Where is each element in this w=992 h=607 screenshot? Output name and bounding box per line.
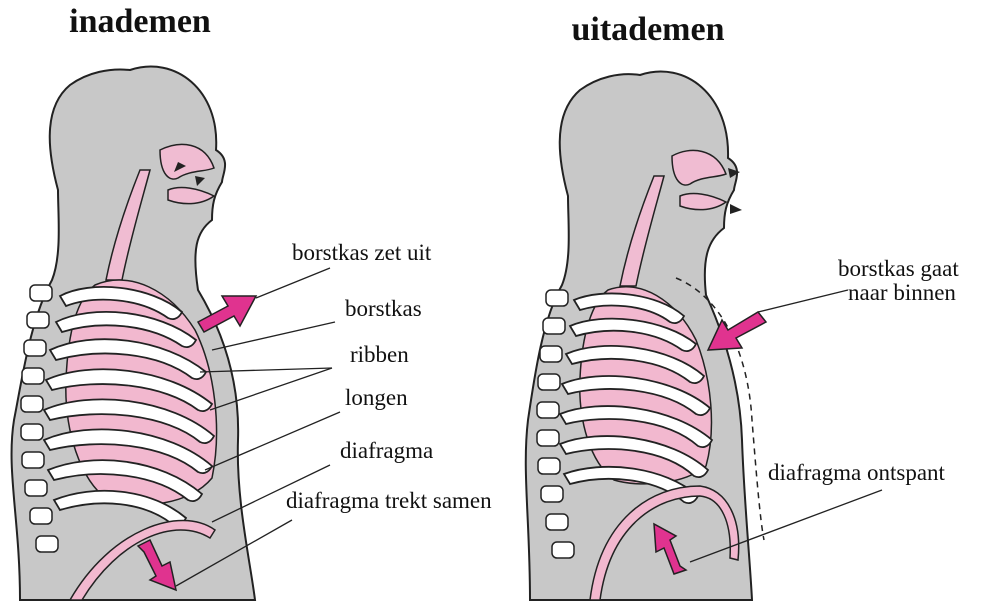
inhale-panel: inademen <box>12 3 493 600</box>
label-borstkas-gaat: borstkas gaat <box>838 256 959 281</box>
label-ribben: ribben <box>350 342 409 367</box>
label-longen: longen <box>345 385 408 410</box>
label-diafragma-ontspant: diafragma ontspant <box>768 460 946 485</box>
label-diafragma-trekt-samen: diafragma trekt samen <box>286 488 492 513</box>
label-naar-binnen: naar binnen <box>848 280 956 305</box>
exhale-title: uitademen <box>572 11 725 48</box>
label-diafragma: diafragma <box>340 438 433 463</box>
label-borstkas: borstkas <box>345 296 422 321</box>
inhale-title: inademen <box>69 3 211 40</box>
label-borstkas-zet-uit: borstkas zet uit <box>292 240 432 265</box>
exhale-panel: uitademen <box>526 11 960 600</box>
